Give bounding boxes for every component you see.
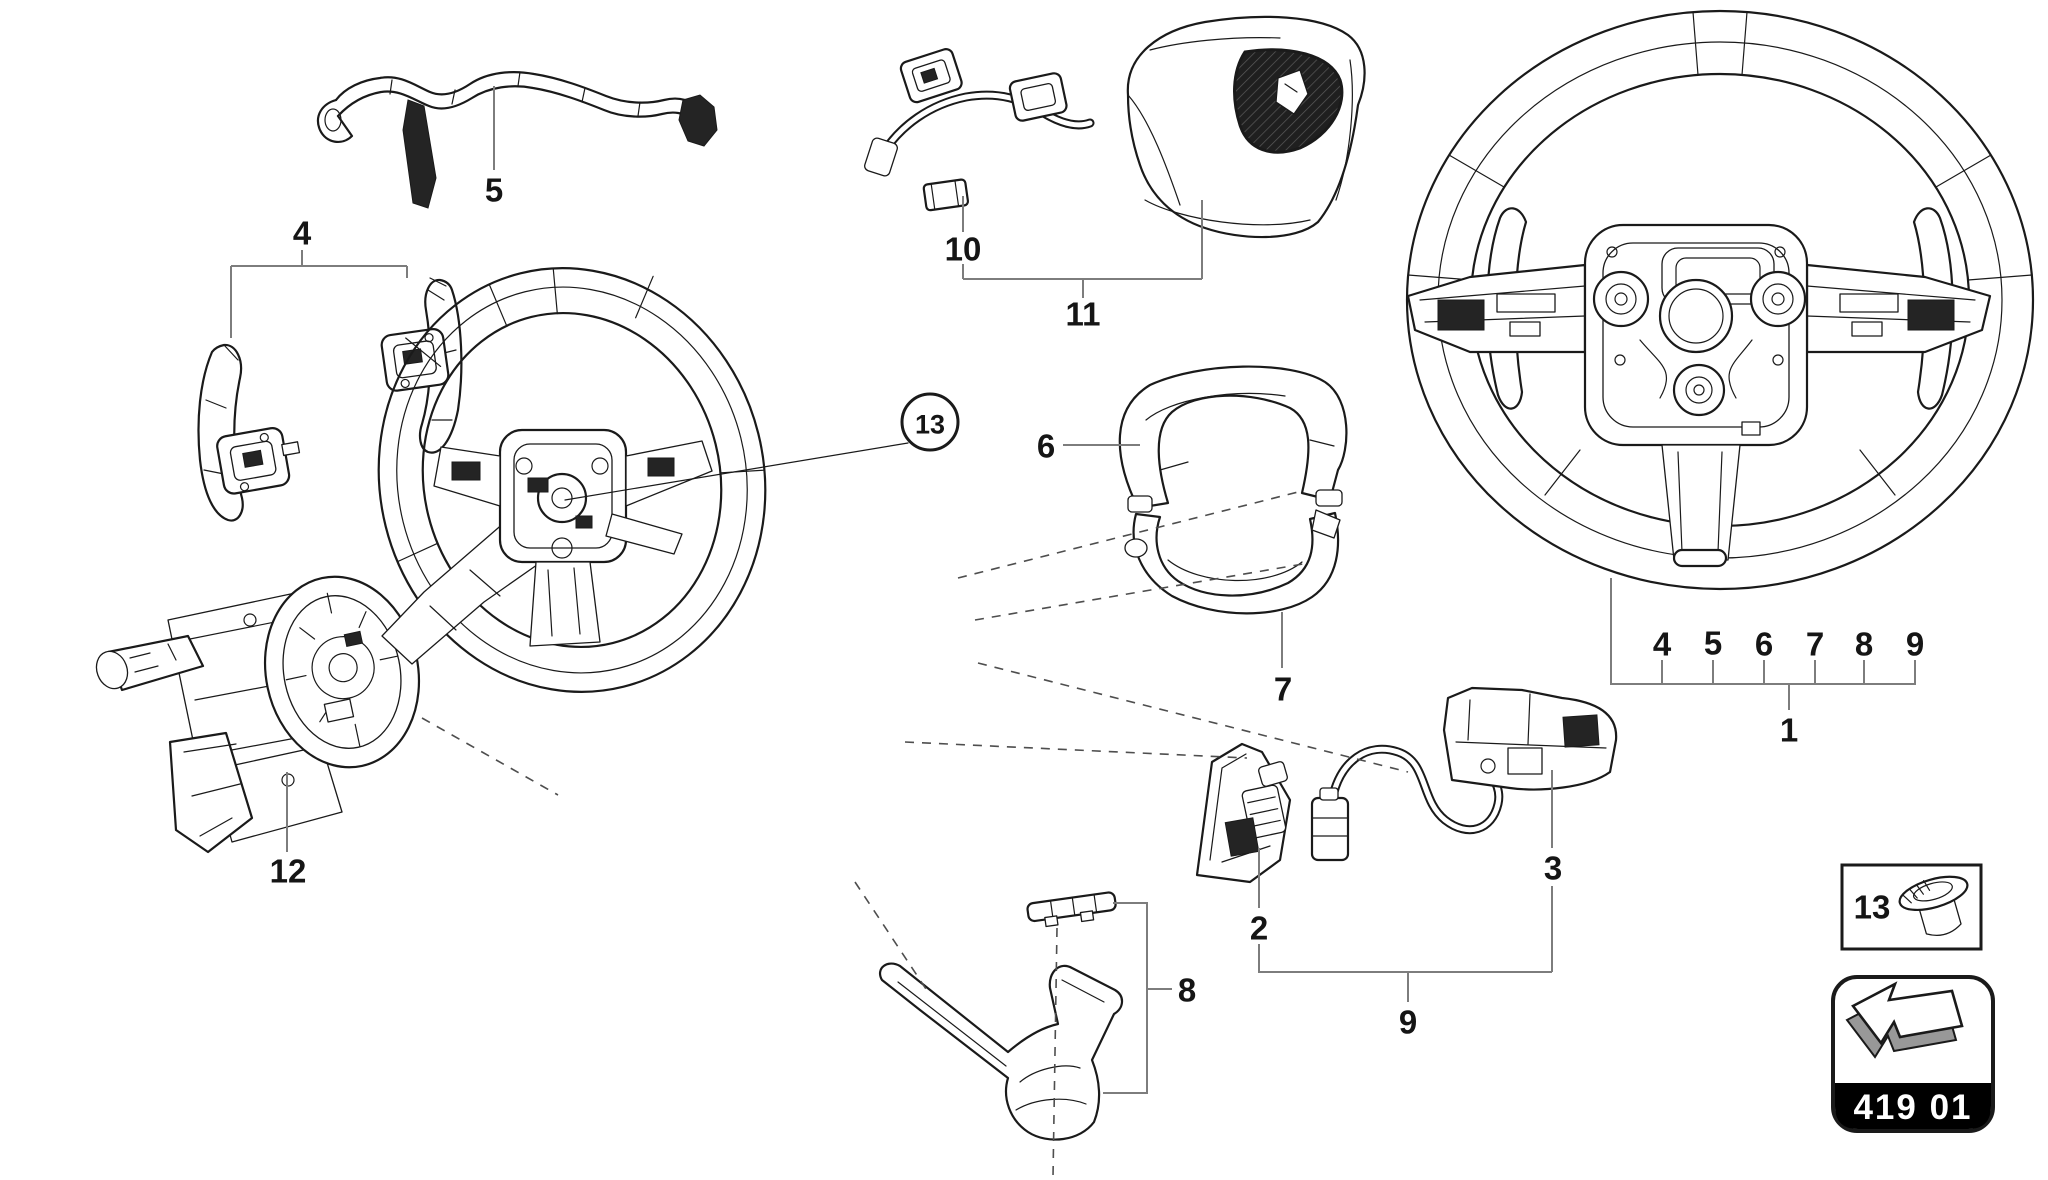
part-10-label: 10 (945, 231, 982, 268)
part-7-label: 7 (1274, 671, 1292, 708)
callout-13-number: 13 (915, 409, 945, 439)
legend-number-6: 6 (1755, 626, 1773, 663)
part-3-switch-unit: 3 (1310, 686, 1618, 972)
part-12-left-stalk (95, 634, 205, 692)
badge-code-bar (1835, 1083, 1991, 1129)
part-5-end-tail (402, 99, 437, 209)
part-2-label: 2 (1250, 910, 1268, 947)
part-4-label: 4 (293, 215, 312, 252)
legend-number-5: 5 (1704, 625, 1722, 662)
part-4-right-paddle (380, 277, 463, 454)
part-3-connector (1310, 787, 1350, 862)
inset-13-box: 13 (1840, 863, 1983, 951)
part-2-switch-bezel: 2 (1195, 742, 1292, 947)
part-11-label: 11 (1066, 296, 1101, 333)
part-12-column-switch-unit: 12 (95, 575, 421, 890)
part-4-left-paddle (197, 343, 301, 522)
part-8-bracket-strip (1026, 891, 1117, 928)
page-code-text: 419 01 (1853, 1088, 1972, 1127)
big-wheel-left-spoke-panel (1406, 263, 1587, 354)
legend-number-4: 4 (1653, 626, 1672, 663)
part-12-label: 12 (270, 853, 307, 890)
rivet-icon (1898, 875, 1969, 937)
big-steering-wheel (1405, 9, 2035, 591)
legend-number-9: 9 (1906, 626, 1924, 663)
part-5-end-cap (678, 94, 718, 147)
brand-shield-icon (1275, 69, 1309, 115)
bracket-9: 9 (1258, 944, 1552, 1041)
part-10-switch-harness: 10 (864, 48, 1095, 279)
legend-strip: 4 5 6 7 8 9 1 (1610, 578, 1924, 749)
part-8-label: 8 (1178, 972, 1196, 1009)
part-3-label: 3 (1544, 850, 1562, 887)
part-9-label: 9 (1399, 1004, 1417, 1041)
big-wheel-right-spoke-panel (1805, 263, 1992, 354)
part-8-y-trim (879, 962, 1124, 1141)
part-7-lower-trim-ring: 7 (1124, 509, 1341, 708)
part-5-label: 5 (485, 172, 503, 209)
part-6-upper-trim-cover: 6 (1037, 365, 1348, 513)
part-12-lower-stalk (168, 731, 254, 854)
part-6-label: 6 (1037, 428, 1055, 465)
part-8-lower-spoke-trim: 8 (879, 891, 1196, 1141)
legend-number-7: 7 (1806, 626, 1824, 663)
part-11-airbag-module: 11 (963, 15, 1366, 333)
callout-13: 13 (564, 392, 960, 501)
small-steering-wheel (377, 267, 767, 693)
inset-13-number: 13 (1854, 889, 1891, 926)
page-code-badge: 419 01 (1831, 975, 1995, 1133)
big-wheel-hub (1583, 223, 1809, 447)
part-5-wiring-strip: 5 (316, 71, 718, 209)
part-1-label: 1 (1780, 712, 1798, 749)
arrow-icon (1845, 981, 1964, 1059)
legend-number-8: 8 (1855, 626, 1873, 663)
alignment-dashed-lines (421, 491, 1409, 1178)
